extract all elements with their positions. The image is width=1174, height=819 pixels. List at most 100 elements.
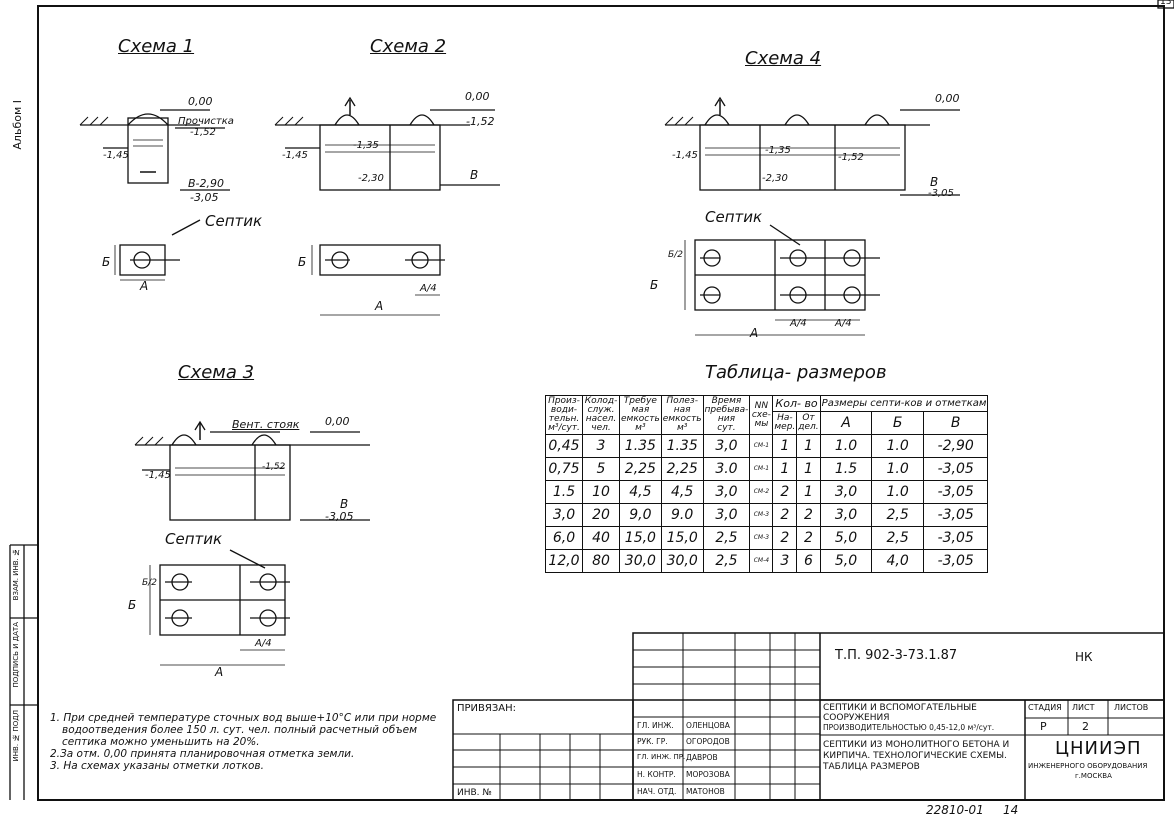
- album-label: Альбом I: [11, 100, 24, 150]
- s3-elev-145: -1,45: [145, 470, 171, 481]
- table-cell: СМ-1: [749, 457, 774, 481]
- table-cell: 3: [582, 434, 620, 458]
- s1-elev-b: В-2,90: [188, 177, 225, 190]
- hdr-v: В: [922, 411, 989, 435]
- s2-elev-b: В: [470, 168, 479, 182]
- s4-dim-a4-right: А/4: [835, 318, 852, 329]
- table-cell: 2: [772, 480, 798, 504]
- tb-doc-code: Т.П. 902-3-73.1.87: [835, 648, 958, 663]
- footer-code: 22810-01: [926, 803, 984, 817]
- s4-elev-145: -1,45: [672, 150, 698, 161]
- tb-listov-label: ЛИСТОВ: [1114, 703, 1149, 712]
- schema4-section: [664, 96, 960, 196]
- s2-elev-135: -1,35: [353, 140, 379, 151]
- table-cell: -3,05: [922, 457, 989, 481]
- side-stamp-2: ПОДПИСЬ И ДАТА: [12, 622, 20, 688]
- table-cell: 9,0: [619, 503, 662, 527]
- s3-dim-b: Б: [128, 598, 137, 612]
- s4-elev-135: -1,35: [765, 145, 791, 156]
- table-cell: 15,0: [660, 526, 704, 550]
- table-cell: 1.5: [545, 480, 583, 504]
- table-cell: 3,0: [702, 434, 751, 458]
- schema1-section: [79, 109, 230, 191]
- table-cell: 20: [582, 503, 620, 527]
- hdr-count-chambers: На-мер.: [772, 411, 798, 435]
- schema1-title: Схема 1: [118, 36, 195, 57]
- tb-stadia-label: СТАДИЯ: [1028, 703, 1062, 712]
- s1-elev-000: 0,00: [188, 95, 213, 108]
- tb-person-2: ОГОРОДОВ: [686, 737, 730, 746]
- table-cell: 6: [796, 549, 821, 573]
- table-cell: 1: [796, 434, 821, 458]
- table-title: Таблица- размеров: [705, 362, 887, 383]
- table-cell: 3.0: [702, 457, 751, 481]
- table-cell: 3,0: [819, 503, 873, 527]
- tb-desc-4: СЕПТИКИ ИЗ МОНОЛИТНОГО БЕТОНА И: [823, 740, 1010, 750]
- s3-elev-b: В: [340, 497, 349, 511]
- tb-org-dept: ИНЖЕНЕРНОГО ОБОРУДОВАНИЯ: [1028, 762, 1148, 770]
- table-cell: 2,5: [702, 549, 751, 573]
- tb-person-4: МОРОЗОВА: [686, 770, 730, 779]
- table-cell: 1.0: [871, 457, 924, 481]
- s1-dim-a: А: [140, 279, 149, 293]
- s4-dim-a: А: [750, 326, 759, 340]
- hdr-b: Б: [871, 411, 924, 435]
- s1-elev-152: -1,52: [190, 127, 216, 138]
- tb-role-1: ГЛ. ИНЖ.: [637, 721, 674, 730]
- titleblock-grid: [452, 632, 1165, 801]
- table-cell: 30,0: [619, 549, 662, 573]
- schema2-plan: [311, 244, 445, 316]
- hdr-productivity: Произ-води-тельн.м³/сут.: [545, 395, 583, 435]
- s3-elev-152: -1,52: [262, 462, 286, 472]
- s3-dim-a4: А/4: [255, 638, 272, 649]
- table-cell: 1: [796, 457, 821, 481]
- table-cell: 4,5: [619, 480, 662, 504]
- s4-septik-label: Септик: [705, 208, 763, 226]
- tb-role-5: НАЧ. ОТД.: [637, 787, 677, 796]
- table-cell: 3,0: [819, 480, 873, 504]
- table-cell: 15,0: [619, 526, 662, 550]
- s4-dim-b2: Б/2: [668, 250, 683, 260]
- tb-desc-6: ТАБЛИЦА РАЗМЕРОВ: [823, 762, 920, 772]
- tb-desc-3: ПРОИЗВОДИТЕЛЬНОСТЬЮ 0,45-12,0 м³/сут.: [823, 723, 995, 732]
- table-header-row: Произ-води-тельн.м³/сут. Колод-служ.насе…: [545, 395, 989, 435]
- table-cell: 2,5: [871, 503, 924, 527]
- tb-desc-2: СООРУЖЕНИЯ: [823, 713, 890, 723]
- table-cell: 1.35: [660, 434, 704, 458]
- table-cell: 1: [772, 457, 798, 481]
- dimensions-table: Произ-води-тельн.м³/сут. Колод-служ.насе…: [545, 395, 989, 573]
- s4-elev-230: -2,30: [762, 173, 788, 184]
- table-cell: 0,75: [545, 457, 583, 481]
- table-cell: 3,0: [702, 503, 751, 527]
- hdr-sizes: Размеры септи-ков и отметкам: [819, 395, 989, 412]
- schema4-title: Схема 4: [745, 48, 822, 69]
- schema3-title: Схема 3: [178, 362, 255, 383]
- tb-role-4: Н. КОНТР.: [637, 770, 676, 779]
- table-cell: 5,0: [819, 526, 873, 550]
- schema4-plan: [684, 224, 880, 336]
- s4-dim-a4-left: А/4: [790, 318, 807, 329]
- tb-role-2: РУК. ГР.: [637, 737, 668, 746]
- table-cell: 1.0: [871, 434, 924, 458]
- table-cell: 2: [796, 526, 821, 550]
- s1-lotok-label: Прочистка: [178, 116, 234, 127]
- notes-block: 1. При средней температуре сточных вод в…: [50, 712, 436, 772]
- table-cell: -3,05: [922, 549, 989, 573]
- s3-vent-label: Вент. стояк: [232, 418, 300, 431]
- s4-dim-b: Б: [650, 278, 659, 292]
- side-stamp-3: ИНВ. № ПОДЛ: [12, 710, 20, 762]
- s2-elev-152: -1,52: [466, 115, 495, 128]
- hdr-people: Колод-служ.насел.чел.: [582, 395, 620, 435]
- table-cell: СМ-2: [749, 480, 774, 504]
- s4-elev-000: 0,00: [935, 92, 960, 105]
- table-cell: 1.0: [871, 480, 924, 504]
- tb-org-city: г.МОСКВА: [1075, 772, 1112, 780]
- s4-elev-b: В: [930, 175, 939, 189]
